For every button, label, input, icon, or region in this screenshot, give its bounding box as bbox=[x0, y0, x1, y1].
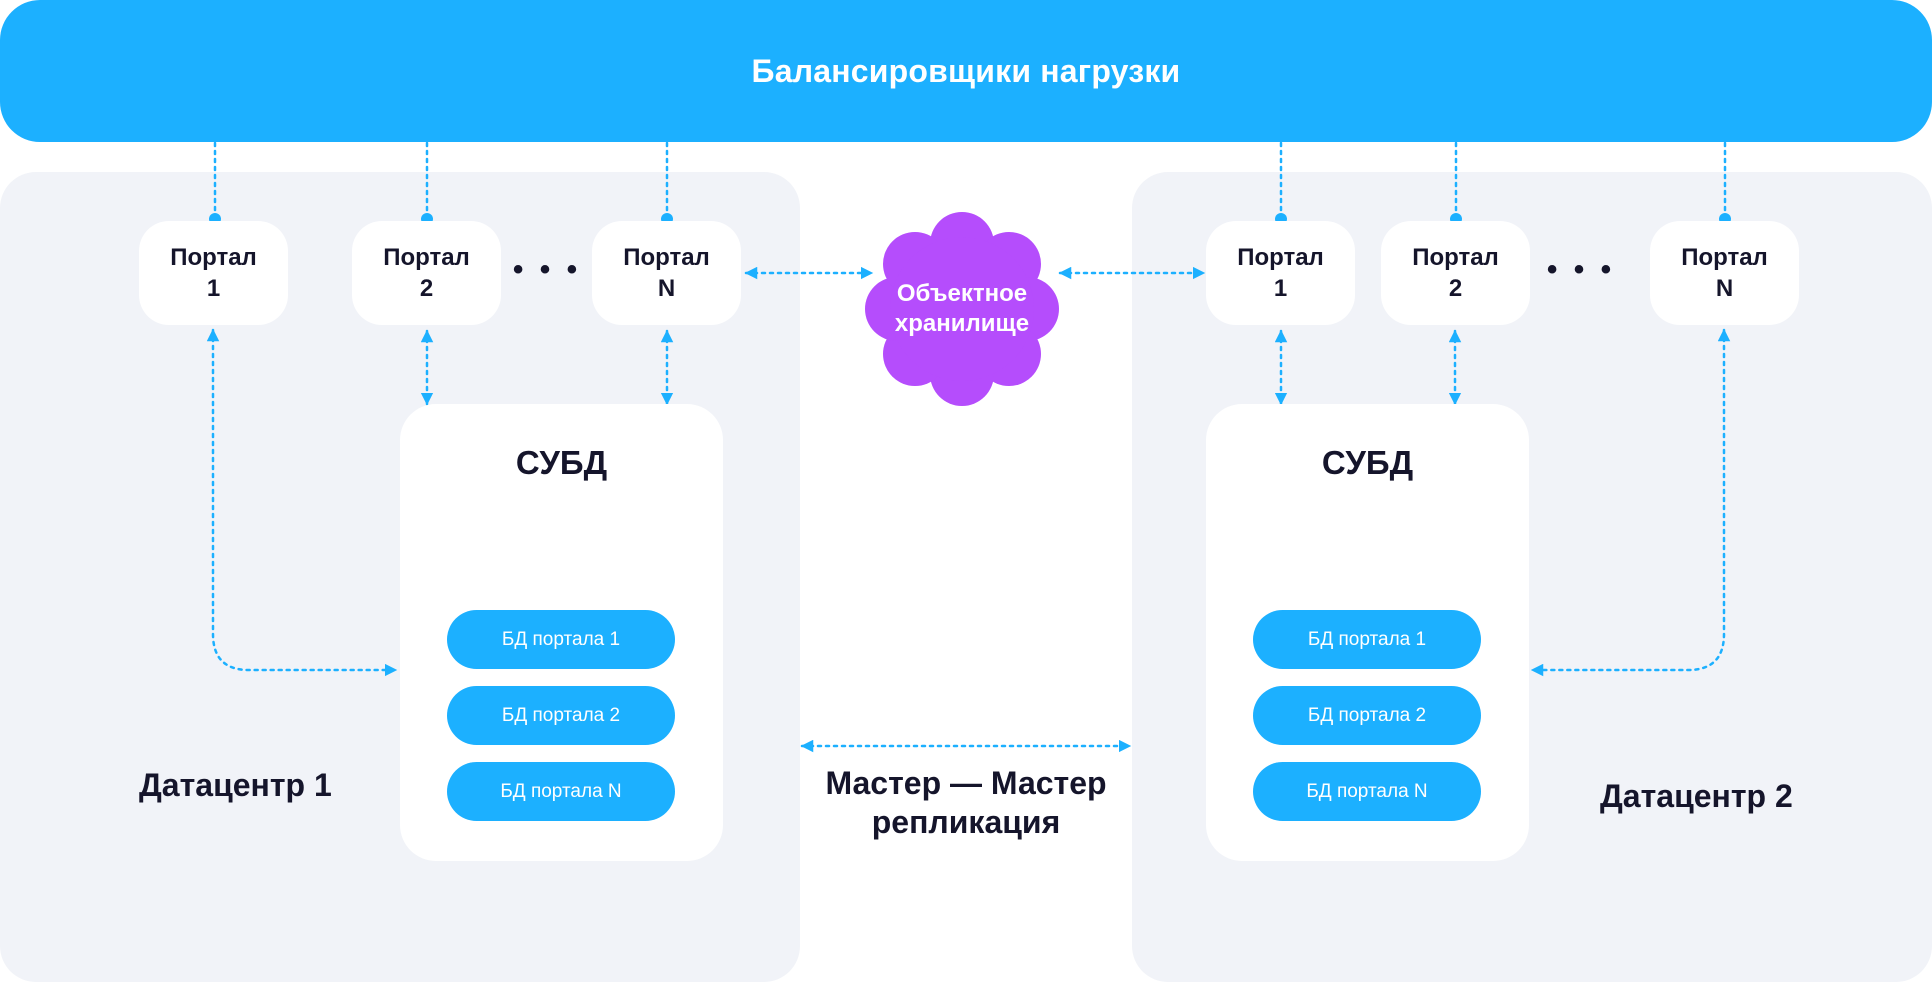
datacenter-2-label: Датацентр 2 bbox=[1600, 778, 1793, 814]
dbms-title: СУБД bbox=[1321, 444, 1414, 481]
object-storage-line-2: хранилище bbox=[894, 310, 1030, 337]
dc2-portals-ellipsis: • • • bbox=[1546, 253, 1616, 286]
portal-label: Портал bbox=[623, 244, 710, 271]
load-balancer-bar: Балансировщики нагрузки bbox=[0, 0, 1932, 142]
portal-label: Портал bbox=[1681, 244, 1768, 271]
portal-label: Портал bbox=[1237, 244, 1324, 271]
portal-label: Портал bbox=[170, 244, 257, 271]
replication-line-1: Мастер — Мастер bbox=[825, 765, 1107, 801]
load-balancer-title: Балансировщики нагрузки bbox=[751, 52, 1181, 89]
dc1-portals-ellipsis: • • • bbox=[512, 253, 582, 286]
dc1-portal-2: Портал 2 bbox=[352, 221, 501, 325]
portal-dbms-link bbox=[1530, 328, 1731, 677]
portal-number: 1 bbox=[206, 275, 221, 302]
portal-number: 1 bbox=[1273, 275, 1288, 302]
portal-db-pill: БД портала N bbox=[447, 762, 675, 821]
object-storage-line-1: Объектное bbox=[896, 280, 1028, 307]
dc1-dbms-box: СУБД БД портала 1 БД портала 2 БД портал… bbox=[400, 404, 723, 861]
portal-db-pill: БД портала N bbox=[1253, 762, 1481, 821]
object-storage-label: Объектное хранилище bbox=[862, 209, 1062, 409]
cloud-shape-icon bbox=[865, 212, 1059, 406]
datacenter-1-label: Датацентр 1 bbox=[139, 767, 332, 803]
dc2-portal-n: Портал N bbox=[1650, 221, 1799, 325]
portal-dbms-link bbox=[206, 328, 398, 677]
portal-number: 2 bbox=[1448, 275, 1463, 302]
dc1-portal-1: Портал 1 bbox=[139, 221, 288, 325]
portal-db-pill: БД портала 1 bbox=[1253, 610, 1481, 669]
dc1-portal-n: Портал N bbox=[592, 221, 741, 325]
replication-label: Мастер — Мастер репликация bbox=[800, 764, 1132, 842]
dc2-portal-2: Портал 2 bbox=[1381, 221, 1530, 325]
portal-number: N bbox=[657, 275, 676, 302]
object-storage-cloud: Объектное хранилище bbox=[862, 209, 1062, 409]
portal-label: Портал bbox=[1412, 244, 1499, 271]
portal-db-pill: БД портала 1 bbox=[447, 610, 675, 669]
portal-db-pill: БД портала 2 bbox=[1253, 686, 1481, 745]
portal-label: Портал bbox=[383, 244, 470, 271]
portal-db-pill: БД портала 2 bbox=[447, 686, 675, 745]
dc2-portal-1: Портал 1 bbox=[1206, 221, 1355, 325]
portal-number: N bbox=[1715, 275, 1734, 302]
dbms-title: СУБД bbox=[515, 444, 608, 481]
dc2-dbms-box: СУБД БД портала 1 БД портала 2 БД портал… bbox=[1206, 404, 1529, 861]
portal-number: 2 bbox=[419, 275, 434, 302]
replication-line-2: репликация bbox=[871, 804, 1061, 840]
